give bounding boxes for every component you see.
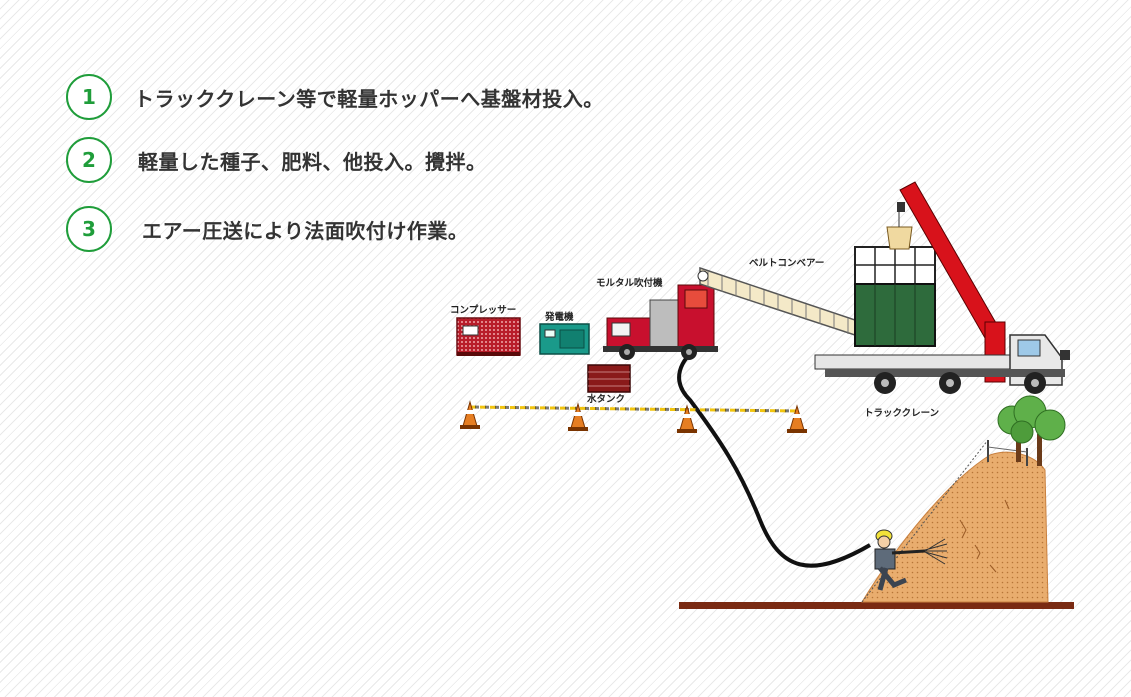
worker	[874, 529, 948, 591]
traffic-cone-3	[677, 404, 697, 433]
label-generator: 発電機	[544, 311, 574, 323]
label-mortar-sprayer: モルタル吹付機	[596, 277, 663, 289]
label-compressor: コンプレッサー	[450, 304, 516, 316]
traffic-cone-2	[568, 402, 588, 431]
belt-conveyor	[697, 266, 871, 342]
water-tank	[587, 364, 631, 393]
ground-line	[679, 602, 1074, 609]
step-1: 1 トラッククレーン等で軽量ホッパーへ基盤材投入。	[66, 72, 604, 122]
step-number-2: 2	[66, 137, 112, 183]
step-3: 3 エアー圧送により法面吹付け作業。	[66, 204, 468, 254]
barrier-rope	[469, 405, 798, 413]
truck-crane	[814, 181, 1070, 394]
step-number-1: 1	[66, 74, 112, 120]
compressor	[456, 317, 521, 356]
step-2: 2 軽量した種子、肥料、他投入。攪拌。	[66, 135, 487, 185]
generator	[539, 323, 590, 355]
step-text-1: トラッククレーン等で軽量ホッパーへ基盤材投入。	[134, 86, 604, 111]
mortar-sprayer	[603, 284, 718, 360]
traffic-cone-4	[787, 404, 807, 433]
spray-hose	[677, 343, 872, 568]
step-number-3: 3	[66, 206, 112, 252]
label-water-tank: 水タンク	[587, 393, 625, 405]
label-belt-conveyor: ベルトコンベアー	[749, 258, 824, 269]
trees	[997, 395, 1066, 466]
step-text-2: 軽量した種子、肥料、他投入。攪拌。	[138, 149, 487, 174]
traffic-cone-1	[460, 400, 480, 429]
step-text-3: エアー圧送により法面吹付け作業。	[142, 218, 469, 243]
label-truck-crane: トラッククレーン	[864, 408, 939, 419]
